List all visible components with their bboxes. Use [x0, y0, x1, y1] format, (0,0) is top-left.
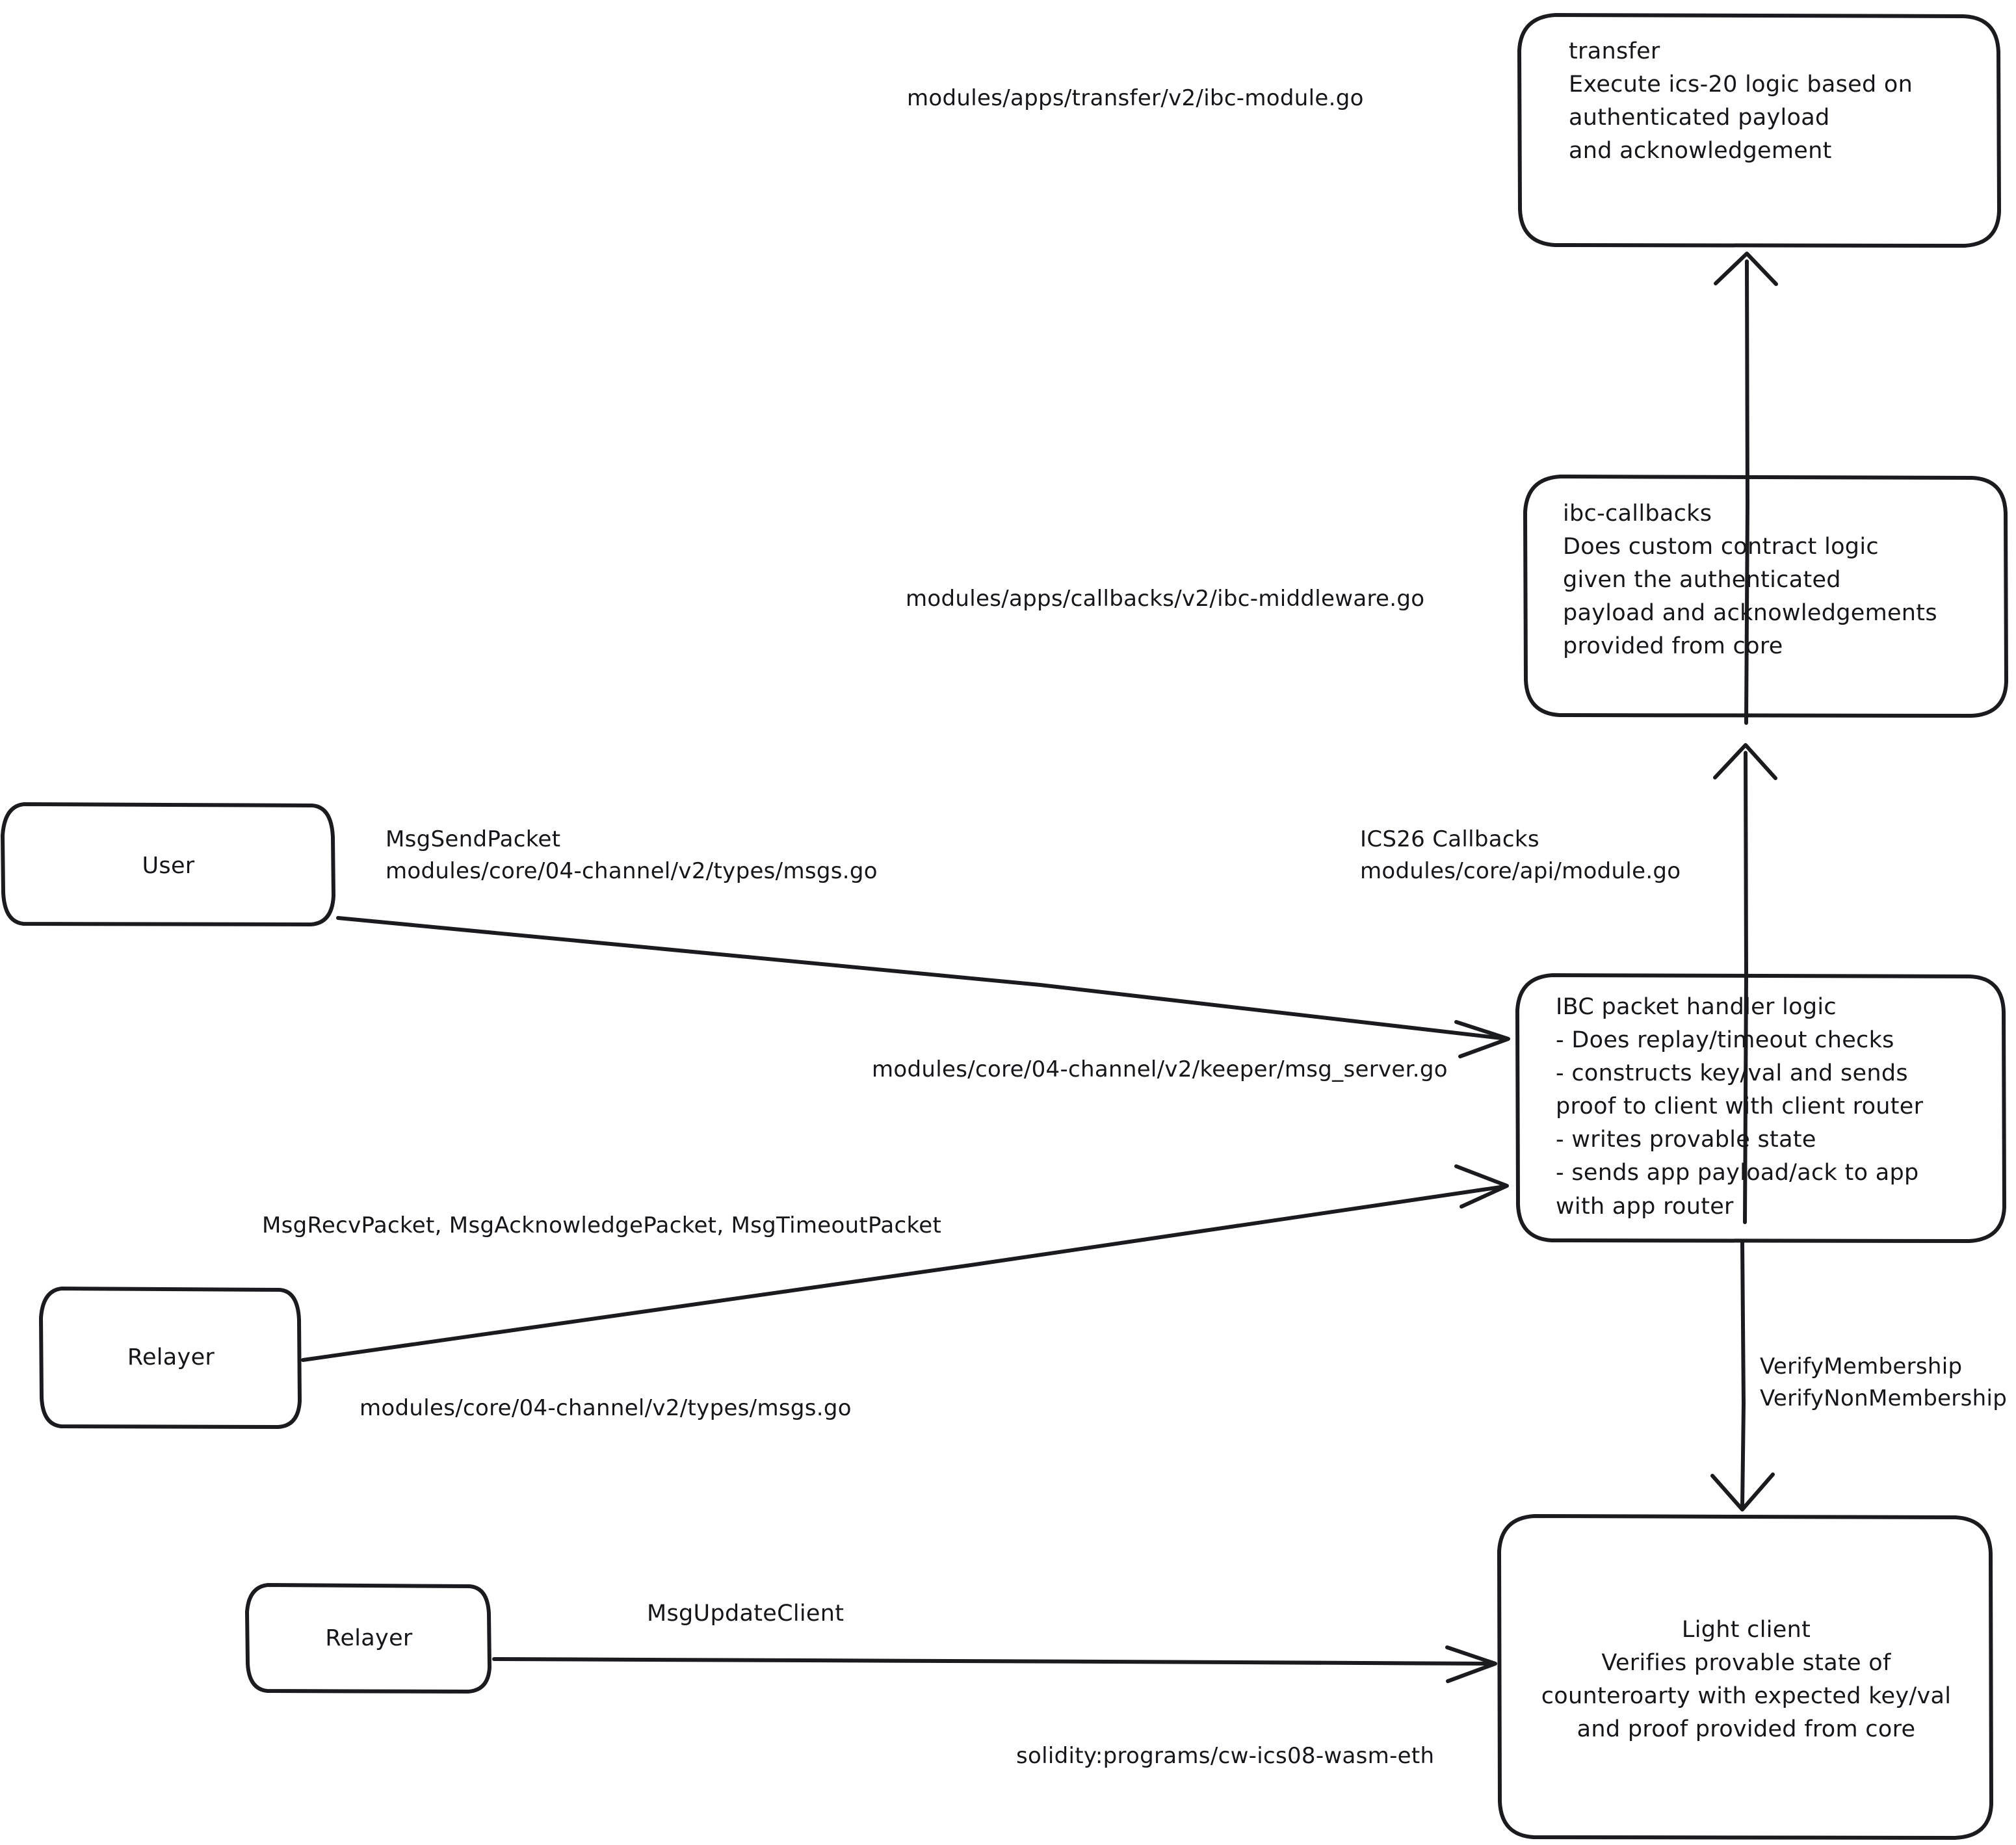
node-transfer-label: transfer Execute ics-20 logic based on a…	[1569, 38, 1913, 164]
node-relayer-client-shape[interactable]	[245, 1583, 491, 1694]
node-callbacks-shape[interactable]	[1523, 475, 2008, 718]
node-user-label: User	[142, 853, 195, 879]
label-relayer-msgs: MsgRecvPacket, MsgAcknowledgePacket, Msg…	[262, 1212, 942, 1238]
node-relayer-packets-shape[interactable]	[39, 1287, 302, 1429]
label-msg-server-path: modules/core/04-channel/v2/keeper/msg_se…	[872, 1056, 1448, 1082]
edge-handler-to-callbacks	[1713, 743, 1777, 1224]
label-transfer-path: modules/apps/transfer/v2/ibc-module.go	[907, 85, 1364, 111]
node-user-shape[interactable]	[1, 802, 335, 926]
node-callbacks-label: ibc-callbacks Does custom contract logic…	[1563, 501, 1937, 660]
node-relayer-client-label: Relayer	[325, 1625, 413, 1651]
node-relayer-packets-label: Relayer	[127, 1344, 215, 1370]
edge-handler-to-light-client	[1710, 1240, 1775, 1511]
label-update-client: MsgUpdateClient	[647, 1601, 844, 1627]
node-packet-handler-label: IBC packet handler logic - Does replay/t…	[1556, 994, 1924, 1220]
label-ics26-callbacks: ICS26 Callbacks modules/core/api/module.…	[1360, 826, 1681, 885]
label-verify-membership: VerifyMembership VerifyNonMembership	[1760, 1354, 2008, 1412]
node-transfer-shape[interactable]	[1517, 13, 2001, 248]
label-callbacks-path: modules/apps/callbacks/v2/ibc-middleware…	[906, 586, 1425, 612]
edge-relayer-packets-to-handler	[301, 1164, 1509, 1362]
node-light-client-label: Light client Verifies provable state of …	[1541, 1617, 1952, 1743]
edge-relayer-client-to-light-client	[492, 1645, 1497, 1683]
label-send-packet: MsgSendPacket modules/core/04-channel/v2…	[386, 826, 878, 885]
edge-callbacks-to-transfer	[1714, 252, 1778, 725]
node-light-client-shape[interactable]	[1497, 1514, 1993, 1840]
label-solidity-path: solidity:programs/cw-ics08-wasm-eth	[1016, 1743, 1435, 1769]
edge-user-to-handler	[336, 916, 1510, 1058]
node-packet-handler-shape[interactable]	[1515, 973, 2006, 1243]
label-relayer-msgs-path: modules/core/04-channel/v2/types/msgs.go	[360, 1395, 852, 1421]
